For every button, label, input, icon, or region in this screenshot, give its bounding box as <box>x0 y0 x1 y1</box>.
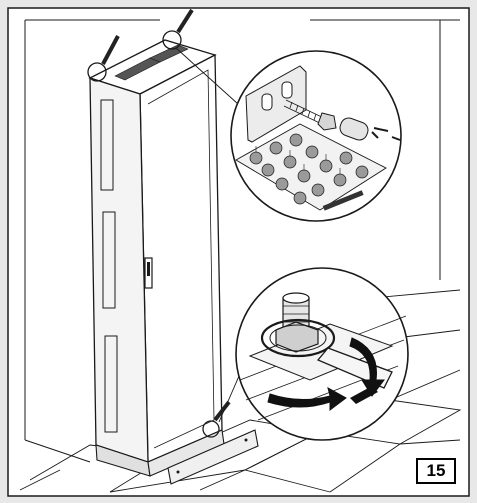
panel-frame <box>7 7 470 497</box>
tightening-arrow-icon <box>267 387 347 411</box>
nut-wrench-detail <box>235 267 409 441</box>
plinth-panel <box>167 429 259 485</box>
anchor-bolt-detail <box>230 50 402 222</box>
step-number-badge: 15 <box>416 458 456 484</box>
lifting-eyes <box>87 8 194 82</box>
cabinet <box>88 39 225 477</box>
room-walls <box>24 19 460 463</box>
